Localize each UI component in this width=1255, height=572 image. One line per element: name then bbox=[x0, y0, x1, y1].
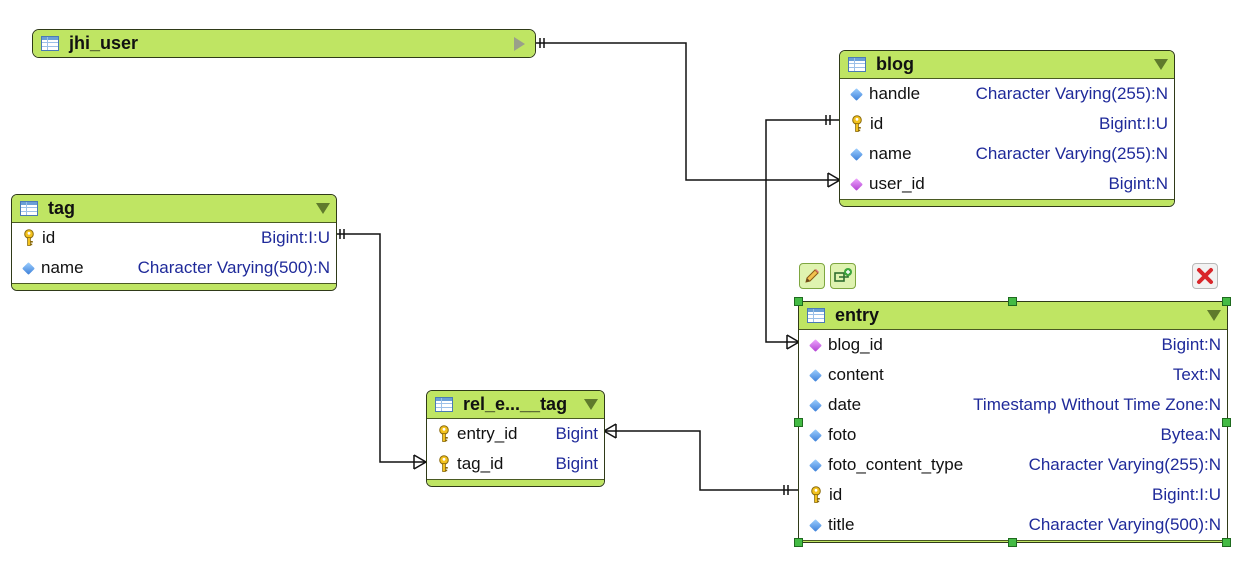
column-name: foto_content_type bbox=[828, 455, 964, 474]
column-name: name bbox=[869, 144, 912, 163]
table-icon bbox=[807, 308, 825, 323]
connector-entry-rel bbox=[604, 430, 799, 491]
column-row[interactable]: date Timestamp Without Time Zone:N bbox=[799, 390, 1227, 420]
column-type: Bigint:N bbox=[1108, 174, 1168, 193]
selection-handle[interactable] bbox=[794, 538, 803, 547]
collapse-icon[interactable] bbox=[1207, 310, 1221, 321]
table-icon bbox=[848, 57, 866, 72]
foreign-key-icon bbox=[809, 338, 822, 352]
table-icon bbox=[20, 201, 38, 216]
foreign-key-icon bbox=[850, 177, 863, 191]
selection-handle[interactable] bbox=[1008, 538, 1017, 547]
delete-button[interactable] bbox=[1192, 263, 1218, 289]
entity-tag[interactable]: tag id Bigint:I:U name Character Varying(50… bbox=[11, 194, 337, 291]
entity-title: blog bbox=[876, 54, 914, 74]
primary-key-icon bbox=[24, 229, 34, 246]
column-type: Bigint:I:U bbox=[1152, 485, 1221, 504]
column-row[interactable]: foto_content_type Character Varying(255):… bbox=[799, 450, 1227, 480]
column-type: Character Varying(255):N bbox=[975, 84, 1168, 103]
column-name: foto bbox=[828, 425, 857, 444]
delete-icon bbox=[1197, 268, 1213, 284]
selection-handle[interactable] bbox=[1222, 418, 1231, 427]
selection-handle[interactable] bbox=[1222, 297, 1231, 306]
entity-title: entry bbox=[835, 305, 880, 325]
column-row[interactable]: handle Character Varying(255):N bbox=[840, 79, 1174, 109]
column-row[interactable]: id Bigint:I:U bbox=[12, 223, 336, 253]
column-name: user_id bbox=[869, 174, 925, 193]
column-type: Character Varying(500):N bbox=[137, 258, 330, 277]
column-type: Character Varying(255):N bbox=[975, 144, 1168, 163]
table-icon bbox=[435, 397, 453, 412]
column-row[interactable]: tag_id Bigint bbox=[427, 449, 604, 479]
column-type: Character Varying(500):N bbox=[1028, 515, 1221, 534]
column-type: Bigint bbox=[555, 454, 598, 473]
edit-button[interactable] bbox=[799, 263, 825, 289]
column-type: Bigint:N bbox=[1161, 335, 1221, 354]
column-type: Bytea:N bbox=[1160, 425, 1221, 444]
column-name: date bbox=[828, 395, 862, 414]
entity-entry[interactable]: entry blog_id Bigint:N content Text:N date Ti… bbox=[798, 301, 1228, 543]
primary-key-icon bbox=[811, 486, 821, 503]
column-icon bbox=[809, 368, 822, 382]
selection-handle[interactable] bbox=[1008, 297, 1017, 306]
column-icon bbox=[809, 518, 822, 532]
column-icon bbox=[850, 147, 863, 161]
column-name: entry_id bbox=[457, 424, 518, 443]
entity-title: rel_e...__tag bbox=[463, 394, 568, 414]
entity-title: jhi_user bbox=[69, 33, 139, 53]
column-name: content bbox=[828, 365, 884, 384]
column-type: Bigint:I:U bbox=[1099, 114, 1168, 133]
column-name: id bbox=[870, 114, 884, 133]
column-row[interactable]: foto Bytea:N bbox=[799, 420, 1227, 450]
column-name: id bbox=[829, 485, 843, 504]
primary-key-icon bbox=[852, 115, 862, 132]
column-row[interactable]: entry_id Bigint bbox=[427, 419, 604, 449]
selection-handle[interactable] bbox=[1222, 538, 1231, 547]
column-type: Text:N bbox=[1172, 365, 1221, 384]
column-name: handle bbox=[869, 84, 921, 103]
connector-tag-rel bbox=[336, 233, 426, 463]
expand-icon[interactable] bbox=[514, 36, 525, 51]
column-row[interactable]: id Bigint:I:U bbox=[799, 480, 1227, 510]
column-name: tag_id bbox=[457, 454, 504, 473]
column-name: blog_id bbox=[828, 335, 883, 354]
add-relation-icon bbox=[834, 268, 852, 282]
column-row[interactable]: user_id Bigint:N bbox=[840, 169, 1174, 199]
column-row[interactable]: blog_id Bigint:N bbox=[799, 330, 1227, 360]
add-relation-button[interactable] bbox=[830, 263, 856, 289]
column-row[interactable]: name Character Varying(500):N bbox=[12, 253, 336, 283]
column-row[interactable]: name Character Varying(255):N bbox=[840, 139, 1174, 169]
primary-key-icon bbox=[439, 425, 449, 442]
column-row[interactable]: content Text:N bbox=[799, 360, 1227, 390]
collapse-icon[interactable] bbox=[1154, 59, 1168, 70]
column-name: name bbox=[41, 258, 84, 277]
collapse-icon[interactable] bbox=[316, 203, 330, 214]
entity-jhi-user[interactable]: jhi_user bbox=[32, 29, 536, 58]
connector-jhi-user-blog bbox=[536, 42, 840, 181]
column-type: Timestamp Without Time Zone:N bbox=[973, 395, 1221, 414]
column-icon bbox=[809, 428, 822, 442]
selection-handle[interactable] bbox=[794, 418, 803, 427]
column-row[interactable]: id Bigint:I:U bbox=[840, 109, 1174, 139]
column-icon bbox=[850, 87, 863, 101]
column-type: Bigint bbox=[555, 424, 598, 443]
column-icon bbox=[809, 458, 822, 472]
primary-key-icon bbox=[439, 455, 449, 472]
column-name: id bbox=[42, 228, 56, 247]
pencil-icon bbox=[805, 269, 819, 283]
column-row[interactable]: title Character Varying(500):N bbox=[799, 510, 1227, 540]
column-type: Bigint:I:U bbox=[261, 228, 330, 247]
column-type: Character Varying(255):N bbox=[1028, 455, 1221, 474]
column-name: title bbox=[828, 515, 855, 534]
entity-title: tag bbox=[48, 198, 75, 218]
column-icon bbox=[809, 398, 822, 412]
connector-blog-entry bbox=[765, 119, 840, 343]
column-icon bbox=[22, 261, 35, 275]
selection-handle[interactable] bbox=[794, 297, 803, 306]
table-icon bbox=[41, 36, 59, 51]
collapse-icon[interactable] bbox=[584, 399, 598, 410]
